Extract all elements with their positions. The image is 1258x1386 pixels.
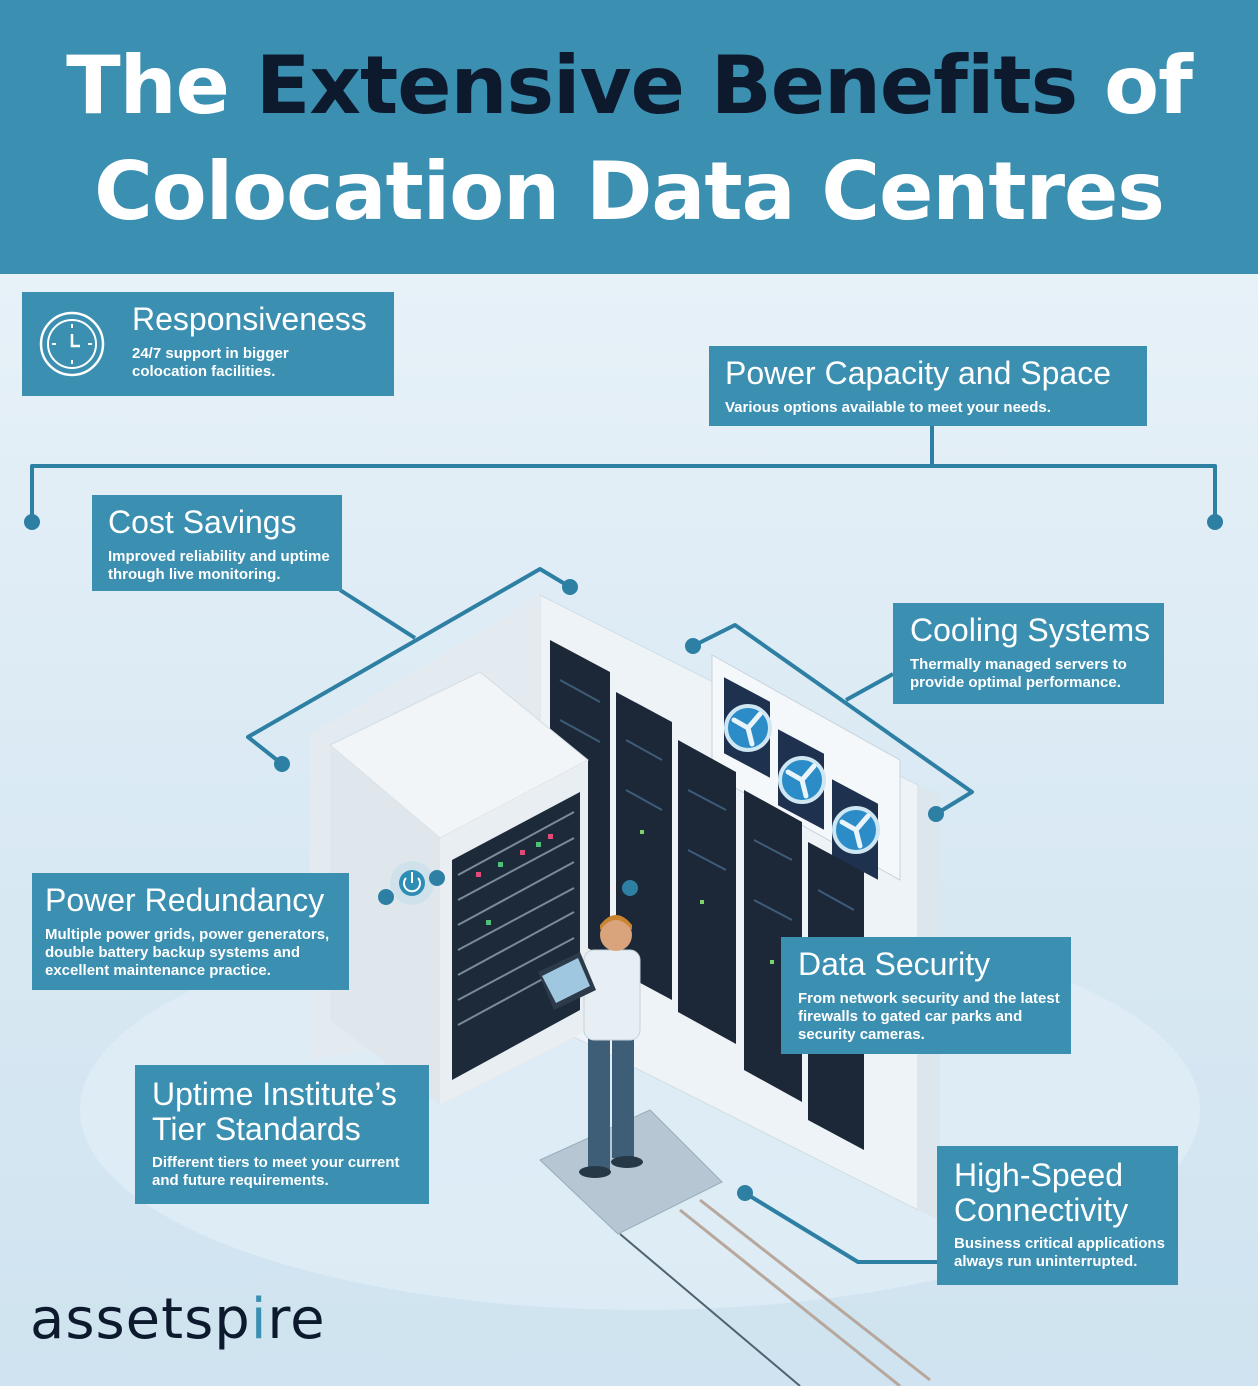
page-title-line-2: Colocation Data Centres: [94, 145, 1165, 238]
card-title: Power Capacity and Space: [725, 355, 1111, 391]
card-title: Uptime Institute’s Tier Standards: [152, 1076, 397, 1147]
title-word-of: of: [1104, 39, 1193, 132]
card-title: Cooling Systems: [910, 612, 1151, 648]
card-data-security: Data Security From network security and …: [781, 937, 1071, 1054]
header-banner: [0, 0, 1258, 274]
technician-figure: [538, 915, 643, 1178]
card-uptime-standards: Uptime Institute’s Tier Standards Differ…: [135, 1065, 429, 1204]
connector-dot: [928, 806, 944, 822]
card-power-redundancy: Power Redundancy Multiple power grids, p…: [32, 873, 349, 990]
assetspire-logo: assetspire: [30, 1292, 326, 1348]
card-title: Data Security: [798, 946, 991, 982]
connector-dot: [429, 870, 445, 886]
logo-text-accent: i: [250, 1287, 268, 1352]
power-icon: [390, 861, 434, 905]
connector-dot: [274, 756, 290, 772]
card-title: High-Speed Connectivity: [954, 1157, 1129, 1228]
card-responsiveness: Responsiveness 24/7 support in bigger co…: [22, 292, 394, 396]
card-power-capacity: Power Capacity and Space Various options…: [709, 346, 1147, 426]
server-cabinet: [329, 671, 589, 1105]
logo-text-end: re: [267, 1287, 326, 1352]
card-cost-savings: Cost Savings Improved reliability and up…: [92, 495, 342, 591]
title-highlight: Extensive Benefits: [255, 39, 1079, 132]
card-title: Responsiveness: [132, 301, 367, 337]
page-title-line-1: The Extensive Benefits of: [0, 46, 1258, 126]
connector-dot: [24, 514, 40, 530]
logo-text-start: assetsp: [30, 1287, 251, 1352]
card-description: Various options available to meet your n…: [725, 398, 1051, 416]
connector-dot: [378, 889, 394, 905]
connector-dot: [685, 638, 701, 654]
clock-icon: [39, 311, 105, 377]
card-description: Different tiers to meet your current and…: [152, 1154, 400, 1190]
card-description: Improved reliability and uptime through …: [108, 547, 330, 583]
card-high-speed-connectivity: High-Speed Connectivity Business critica…: [937, 1146, 1178, 1285]
connector-dot: [1207, 514, 1223, 530]
card-description: Business critical applications always ru…: [954, 1235, 1165, 1271]
connector-dot: [622, 880, 638, 896]
card-title: Power Redundancy: [45, 882, 325, 918]
fan-icon: [724, 677, 880, 880]
card-title: Cost Savings: [108, 504, 297, 540]
card-cooling-systems: Cooling Systems Thermally managed server…: [893, 603, 1164, 704]
connector-dot: [737, 1185, 753, 1201]
connector-dot: [562, 579, 578, 595]
card-description: Multiple power grids, power generators, …: [45, 925, 330, 979]
card-description: Thermally managed servers to provide opt…: [910, 655, 1127, 691]
card-description: From network security and the latest fir…: [798, 989, 1060, 1043]
title-word-the: The: [66, 39, 230, 132]
card-description: 24/7 support in bigger colocation facili…: [132, 344, 289, 380]
